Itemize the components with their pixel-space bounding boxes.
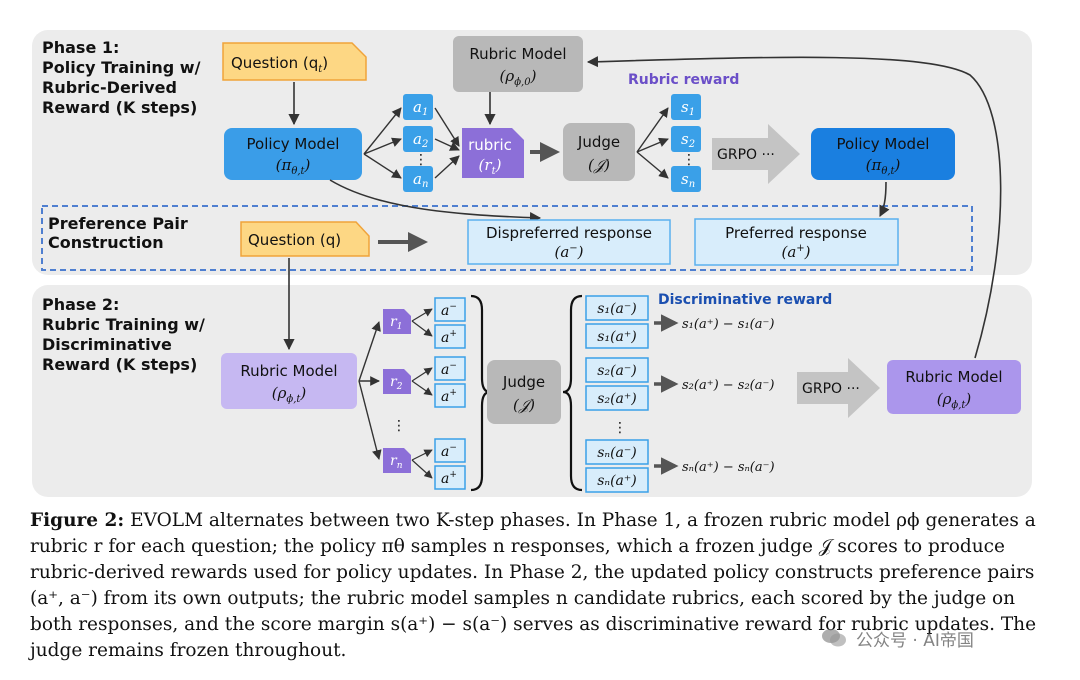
- grpo-label-phase2: GRPO ···: [802, 381, 860, 397]
- rubric-model-frozen: Rubric Model (ρϕ,0): [453, 36, 583, 92]
- rubric-rn: rn: [383, 448, 411, 473]
- svg-text:r2: r2: [390, 374, 403, 392]
- svg-text:Dispreferred response: Dispreferred response: [486, 224, 652, 242]
- judge-phase2: Judge (𝒥): [487, 360, 561, 424]
- margin-formula-2: s₂(a⁺) − s₂(a⁻): [682, 378, 774, 393]
- svg-text:(rt): (rt): [479, 156, 502, 177]
- rubric-reward-label: Rubric reward: [628, 72, 739, 88]
- feedback-loop-arrow: [586, 56, 1002, 359]
- svg-text:Policy Model: Policy Model: [247, 135, 340, 153]
- rubrics-ellipsis: ⋮: [392, 418, 406, 434]
- svg-text:(𝒥): (𝒥): [588, 156, 610, 174]
- score-sn: sn: [671, 166, 701, 192]
- wechat-icon: [822, 629, 846, 647]
- question-qt-label: Question (qt): [231, 54, 328, 75]
- svg-text:(𝒥): (𝒥): [513, 396, 535, 414]
- grpo-arrow-phase1: [712, 124, 800, 184]
- svg-text:a−: a−: [441, 361, 457, 378]
- svg-text:(πθ,t): (πθ,t): [866, 156, 901, 177]
- phase1-title: Phase 1: Policy Training w/ Rubric-Deriv…: [42, 38, 206, 117]
- svg-text:(a+): (a+): [781, 243, 810, 261]
- svg-text:a−: a−: [441, 302, 457, 319]
- svg-text:sn: sn: [681, 170, 695, 190]
- figure-caption: Figure 2: EVOLM alternates between two K…: [30, 508, 1055, 664]
- question-qt-box: Question (qt): [222, 42, 367, 81]
- svg-text:Judge: Judge: [577, 133, 620, 151]
- svg-text:sₙ(a⁻): sₙ(a⁻): [597, 445, 637, 461]
- evolm-diagram: Phase 1: Policy Training w/ Rubric-Deriv…: [32, 30, 1032, 497]
- dispreferred-response: Dispreferred response (a−): [467, 219, 671, 265]
- pair-group-n: a− a+: [434, 438, 466, 490]
- svg-text:Question (q): Question (q): [248, 231, 341, 249]
- svg-text:s₁(a⁺): s₁(a⁺): [597, 329, 636, 345]
- pair-group-2: a− a+: [434, 356, 466, 408]
- svg-text:Rubric Model: Rubric Model: [469, 45, 566, 63]
- svg-text:rn: rn: [390, 453, 403, 471]
- svg-text:a+: a+: [441, 388, 457, 405]
- rubric-rt: rubric (rt): [462, 128, 524, 178]
- svg-text:s₂(a⁻): s₂(a⁻): [597, 363, 636, 379]
- svg-text:sₙ(a⁺): sₙ(a⁺): [597, 473, 637, 489]
- svg-text:a+: a+: [441, 329, 457, 346]
- svg-text:(a−): (a−): [554, 243, 583, 261]
- watermark-text: 公众号 · AI帝国: [856, 630, 974, 651]
- svg-text:Judge: Judge: [502, 373, 545, 391]
- svg-text:(ρϕ,t): (ρϕ,t): [272, 384, 307, 405]
- svg-text:rubric: rubric: [468, 136, 512, 154]
- judge-phase1: Judge (𝒥): [563, 123, 635, 181]
- answer-a2: a2: [403, 126, 433, 152]
- watermark: 公众号 · AI帝国: [820, 622, 1050, 654]
- phase2-title: Phase 2: Rubric Training w/ Discriminati…: [42, 295, 210, 374]
- svg-text:(πθ,t): (πθ,t): [276, 156, 311, 177]
- preferred-response: Preferred response (a+): [694, 218, 899, 266]
- preference-pair-title: Preference Pair Construction: [48, 214, 193, 252]
- svg-text:a+: a+: [441, 470, 457, 487]
- svg-text:an: an: [413, 170, 428, 190]
- rubric-r1: r1: [383, 309, 411, 334]
- caption-label: Figure 2:: [30, 510, 125, 531]
- caption-text: EVOLM alternates between two K-step phas…: [30, 510, 1037, 661]
- question-q-box: Question (q): [240, 221, 370, 257]
- rubric-model-phase2: Rubric Model (ρϕ,t): [221, 353, 357, 409]
- answers-ellipsis: ⋮: [414, 152, 428, 168]
- svg-text:s2: s2: [681, 130, 695, 150]
- grpo-label-phase1: GRPO ···: [717, 147, 775, 163]
- svg-text:Preferred response: Preferred response: [725, 224, 867, 242]
- svg-text:Policy Model: Policy Model: [837, 135, 930, 153]
- score-s1: s1: [671, 94, 701, 120]
- margin-formula-n: sₙ(a⁺) − sₙ(a⁻): [682, 460, 775, 475]
- rubric-model-updated: Rubric Model (ρϕ,t): [887, 360, 1021, 414]
- rubric-r2: r2: [383, 369, 411, 394]
- policy-model: Policy Model (πθ,t): [224, 128, 362, 180]
- svg-text:Rubric Model: Rubric Model: [240, 362, 337, 380]
- scores-brace: [562, 294, 583, 492]
- score-pairs-ellipsis: ⋮: [613, 420, 627, 436]
- svg-text:s₁(a⁻): s₁(a⁻): [597, 301, 636, 317]
- score-pair-1: s₁(a⁻) s₁(a⁺): [585, 295, 649, 349]
- score-s2: s2: [671, 126, 701, 152]
- score-pair-2: s₂(a⁻) s₂(a⁺): [585, 357, 649, 411]
- scores-ellipsis: ⋮: [682, 152, 696, 168]
- svg-text:Rubric Model: Rubric Model: [905, 368, 1002, 386]
- svg-text:a−: a−: [441, 443, 457, 460]
- margin-formula-1: s₁(a⁺) − s₁(a⁻): [682, 317, 774, 332]
- svg-text:a1: a1: [413, 98, 428, 118]
- svg-text:s1: s1: [681, 98, 695, 118]
- score-pair-n: sₙ(a⁻) sₙ(a⁺): [585, 439, 649, 493]
- answer-an: an: [403, 166, 433, 192]
- answer-a1: a1: [403, 94, 433, 120]
- grpo-arrow-phase2: [797, 358, 880, 418]
- pair-group-1: a− a+: [434, 297, 466, 349]
- preference-pair-region: [41, 205, 973, 271]
- svg-text:a2: a2: [413, 130, 428, 150]
- svg-text:(ρϕ,0): (ρϕ,0): [500, 67, 537, 88]
- policy-model-updated: Policy Model (πθ,t): [811, 128, 955, 180]
- svg-text:r1: r1: [390, 314, 402, 332]
- discriminative-reward-label: Discriminative reward: [658, 292, 832, 308]
- svg-text:s₂(a⁺): s₂(a⁺): [597, 391, 636, 407]
- svg-text:(ρϕ,t): (ρϕ,t): [937, 390, 972, 411]
